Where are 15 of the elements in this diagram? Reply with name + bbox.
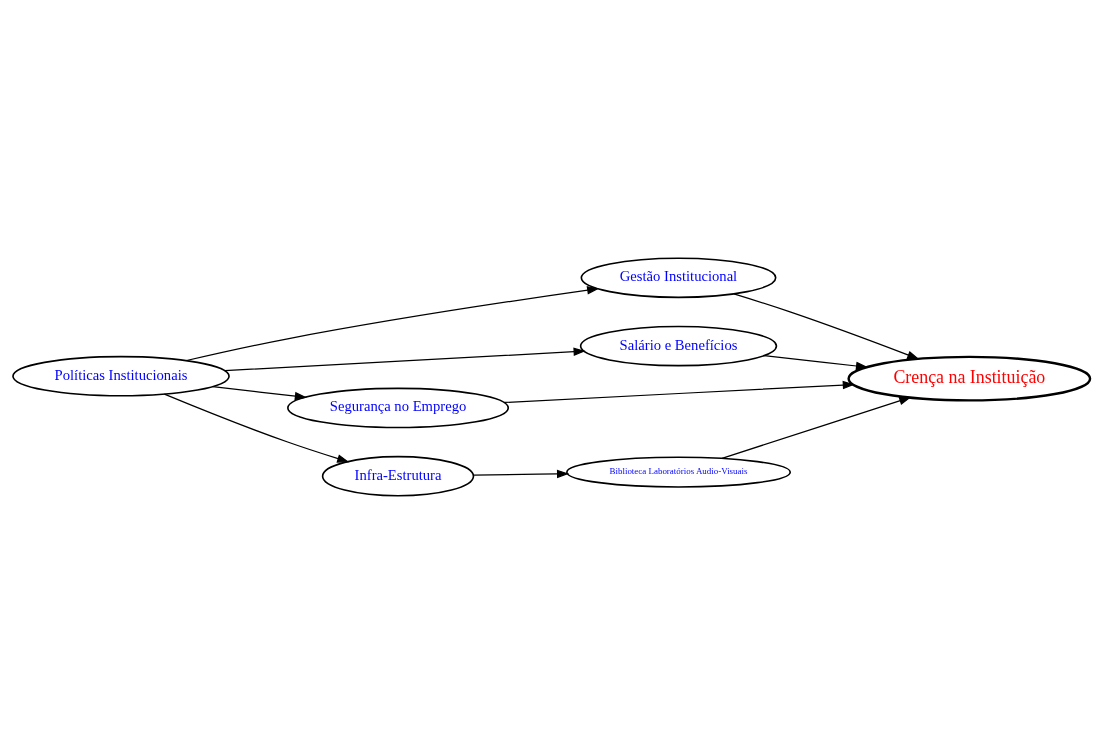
node-ellipse: Gestão Institucional (580, 257, 777, 299)
arrow (763, 355, 869, 371)
node-ellipse: Crença na Instituição (847, 355, 1092, 402)
arrow (163, 393, 350, 463)
node-ellipse: Segurança no Emprego (287, 387, 510, 429)
arrow (185, 285, 600, 362)
arrow (721, 396, 912, 459)
arrow (212, 386, 308, 401)
node-ellipse: Políticas Institucionais (12, 355, 230, 397)
arrow (472, 469, 570, 479)
arrow (224, 347, 586, 372)
arrow (733, 293, 920, 360)
node-ellipse: Salário e Benefícios (579, 325, 778, 367)
arrow (503, 380, 855, 404)
node-ellipse: Biblioteca Laboratórios Audio-Visuais (566, 456, 792, 488)
